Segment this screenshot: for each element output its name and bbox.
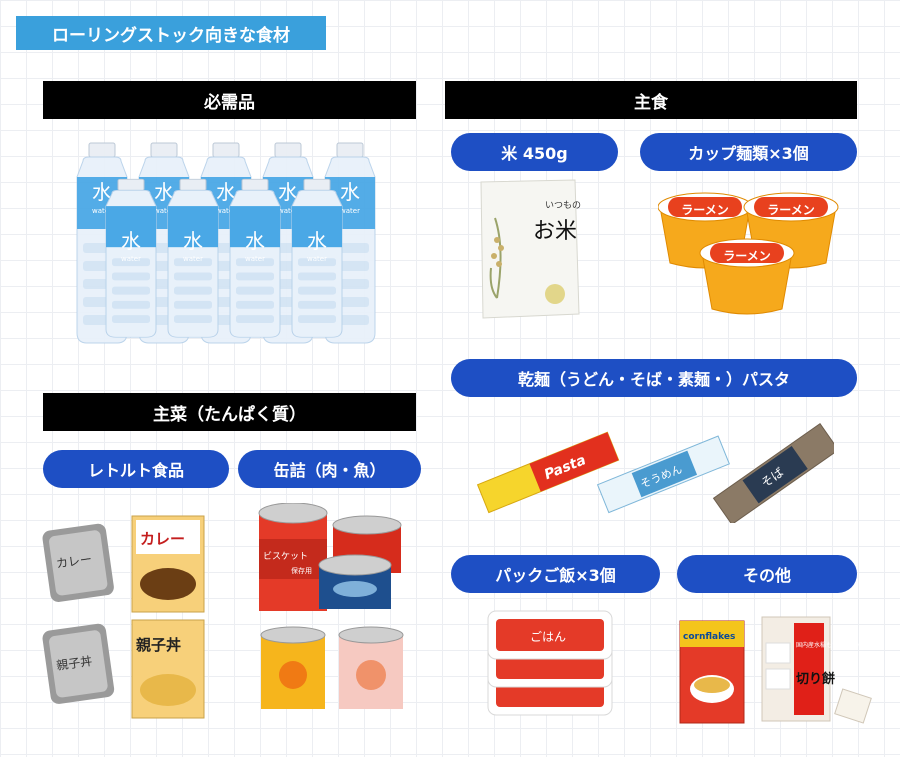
water-label: 水 [92,180,112,204]
water-label: 水 [216,180,236,204]
section-essentials: 必需品 [43,81,416,119]
category-retort: レトルト食品 [43,450,229,488]
cup-noodles-illustration: ラーメン ラーメン ラーメン [658,192,839,315]
water-sublabel: water [245,255,265,263]
dry-noodles-illustration: Pasta そうめん そば [476,422,834,523]
rice-bag-text2: お米 [533,219,577,244]
page-title: ローリングストック向きな食材 [16,16,326,50]
category-pack-rice: パックご飯×3個 [451,555,660,593]
water-label: 水 [183,229,203,253]
oyakodon-pouch-label: 親子丼 [55,654,93,673]
water-sublabel: water [92,207,112,215]
water-sublabel: water [216,207,236,215]
canned-goods-illustration: ビスケット 保存用 [258,503,404,709]
cup-noodle-label: ラーメン [767,203,815,217]
biscuit-can-sublabel: 保存用 [291,566,312,575]
category-rice: 米 450g [451,133,618,171]
water-sublabel: water [154,207,174,215]
water-label: 水 [307,229,327,253]
mochi-sublabel: 国内産水稲もち米100% [796,641,861,649]
water-label: 水 [121,229,141,253]
cornflakes-label: cornflakes [683,632,735,642]
pack-rice-illustration: ごはん [487,610,613,716]
water-label: 水 [340,180,360,204]
water-sublabel: water [340,207,360,215]
biscuit-can-label: ビスケット [263,551,308,562]
water-label: 水 [154,180,174,204]
section-staple: 主食 [445,81,857,119]
curry-box-label: カレー [140,530,185,548]
mochi-label: 切り餅 [796,671,835,687]
rice-bag-text1: いつもの [545,200,581,211]
water-label: 水 [278,180,298,204]
other-foods-illustration: cornflakes 国内産水稲もち米100% 切り餅 [679,616,872,724]
water-sublabel: water [307,255,327,263]
water-bottles-illustration: 水 水 水 水 水 water water water water water … [76,142,376,344]
water-label: 水 [245,229,265,253]
water-sublabel: water [183,255,203,263]
section-main-dish: 主菜（たんぱく質） [43,393,416,431]
curry-pouch-label: カレー [55,552,93,571]
category-canned: 缶詰（肉・魚） [238,450,421,488]
cup-noodle-label: ラーメン [681,203,729,217]
rice-bag-illustration: いつもの お米 [480,179,581,319]
water-sublabel: water [121,255,141,263]
oyakodon-box-label: 親子丼 [136,636,181,654]
retort-foods-illustration: カレー カレー 親子丼 親子丼 [42,515,205,719]
cup-noodle-label: ラーメン [723,249,771,263]
category-other: その他 [677,555,857,593]
category-cup-noodles: カップ麺類×3個 [640,133,857,171]
category-dry-noodles: 乾麺（うどん・そば・素麺・）パスタ [451,359,857,397]
water-sublabel: water [278,207,298,215]
pack-rice-label: ごはん [530,629,566,644]
